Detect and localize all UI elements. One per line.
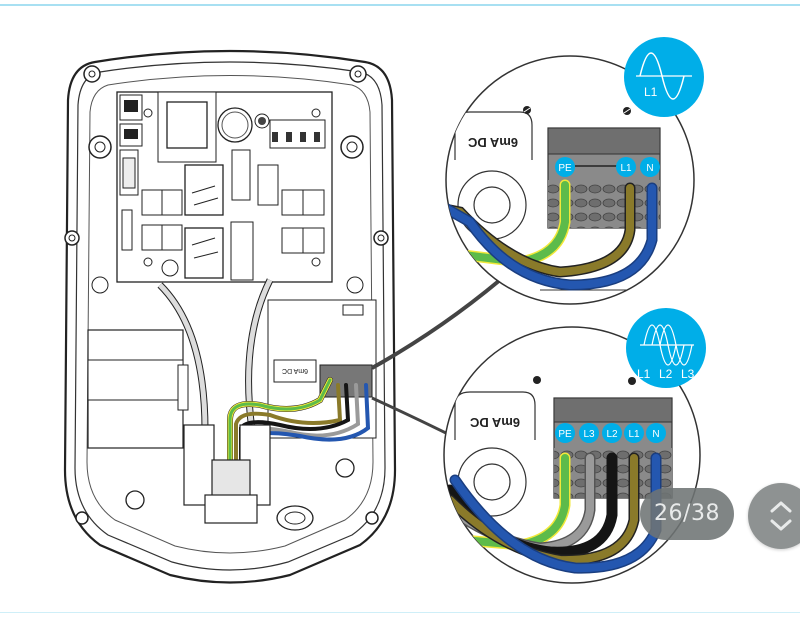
top-divider	[0, 4, 800, 6]
svg-text:PE: PE	[558, 163, 572, 174]
screw-icon	[523, 106, 531, 114]
svg-text:L3: L3	[583, 429, 595, 440]
svg-text:N: N	[646, 163, 653, 174]
single-phase-detail: 6mA DC PE L1 N	[445, 37, 704, 305]
svg-text:L3: L3	[681, 367, 695, 381]
terminal-labels-three: PE L3 L2 L1 N	[555, 423, 666, 443]
screw-icon	[533, 376, 541, 384]
svg-text:L1: L1	[644, 85, 658, 99]
svg-text:L2: L2	[606, 429, 618, 440]
three-phase-badge: L1 L2 L3	[626, 308, 706, 388]
screw-icon	[340, 135, 364, 159]
screw-icon	[75, 511, 89, 525]
bottom-divider	[0, 612, 800, 613]
svg-text:N: N	[652, 429, 659, 440]
screw-icon	[623, 107, 631, 115]
screw-icon	[373, 230, 389, 246]
page-navigation-button[interactable]	[748, 483, 800, 549]
sensor-label-main: 6mA DC	[282, 367, 308, 374]
svg-text:PE: PE	[558, 429, 572, 440]
sensor-label-three: 6mA DC	[469, 415, 520, 430]
terminal-badge-pe: PE	[555, 157, 575, 177]
screw-icon	[88, 135, 112, 159]
chevron-up-down-icon	[770, 501, 792, 531]
terminal-badge-pe: PE	[555, 423, 575, 443]
page-counter: 26/38	[640, 488, 734, 540]
terminal-labels-single: PE L1 N	[555, 157, 660, 177]
screw-icon	[64, 230, 80, 246]
sensor-label-single: 6mA DC	[467, 135, 518, 150]
screw-icon	[83, 65, 101, 83]
three-phase-wave-icon	[640, 324, 694, 366]
terminal-badge-n: N	[640, 157, 660, 177]
screw-icon	[628, 377, 636, 385]
terminal-badge-n: N	[646, 423, 666, 443]
three-phase-detail: 6mA DC PE L3 L2 L1	[443, 308, 706, 584]
charger-enclosure: 6mA DC	[63, 49, 397, 584]
control-board	[116, 91, 333, 283]
svg-text:L1: L1	[637, 367, 651, 381]
svg-text:L1: L1	[620, 163, 632, 174]
terminal-badge-l2: L2	[602, 423, 622, 443]
svg-text:L1: L1	[628, 429, 640, 440]
terminal-badge-l3: L3	[579, 423, 599, 443]
terminal-badge-l1: L1	[616, 157, 636, 177]
svg-text:L2: L2	[659, 367, 673, 381]
leader-line-top	[371, 278, 502, 370]
terminal-badge-l1: L1	[624, 423, 644, 443]
screw-icon	[365, 511, 379, 525]
single-phase-badge: L1	[624, 37, 704, 117]
screw-icon	[349, 65, 367, 83]
